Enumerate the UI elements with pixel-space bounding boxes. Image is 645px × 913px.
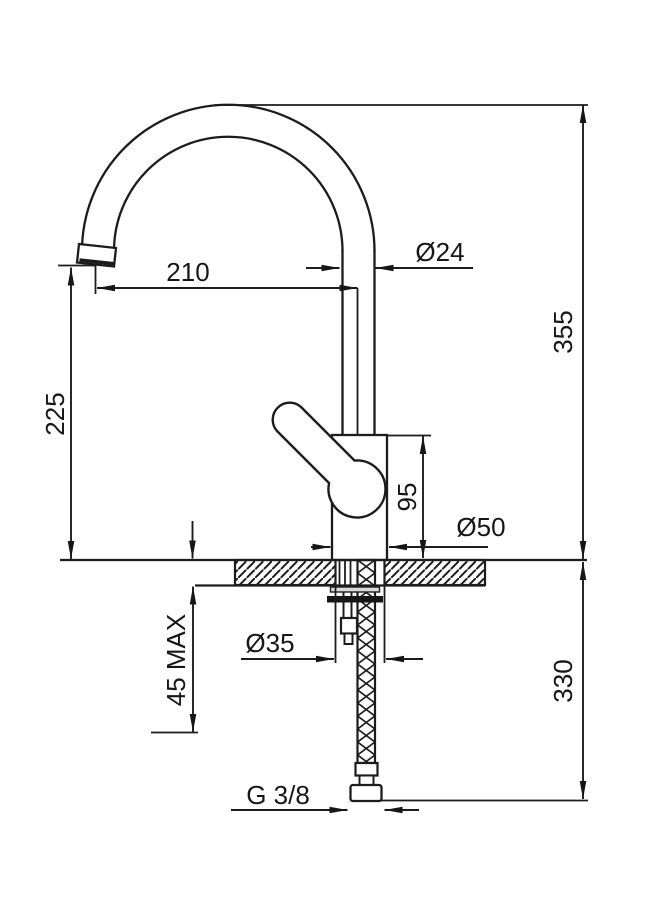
- dim-label-45max: 45 MAX: [161, 614, 191, 707]
- hose-nut: [349, 783, 383, 803]
- dim-label-225: 225: [40, 392, 70, 435]
- washer-plate: [329, 586, 381, 593]
- dimension-labels: 355 330 225 210 95 Ø24 Ø50 Ø35 45 MAX G …: [40, 237, 578, 810]
- counter-hatch-left: [233, 558, 337, 587]
- dim-label-330: 330: [548, 659, 578, 702]
- extension-lines: [58, 104, 588, 802]
- spout-inner-arc: [112, 135, 344, 252]
- dim-label-d24: Ø24: [415, 237, 464, 267]
- dim-label-95: 95: [392, 483, 422, 512]
- dimension-lines: [67, 105, 587, 814]
- countertop: [60, 558, 587, 587]
- dim-label-210: 210: [166, 257, 209, 287]
- faucet-body-group: [271, 401, 389, 562]
- faucet-outline: [75, 103, 376, 436]
- aerator-face-line: [79, 258, 115, 266]
- dim-label-355: 355: [548, 310, 578, 353]
- dim-label-d50: Ø50: [456, 512, 505, 542]
- clamp-bracket: [327, 596, 383, 603]
- dim-label-g38: G 3/8: [246, 780, 310, 810]
- dim-label-d35: Ø35: [245, 628, 294, 658]
- spout-outer-arc: [80, 103, 376, 252]
- supply-assembly: [327, 558, 383, 803]
- stud-nut-block: [339, 616, 359, 635]
- hose-neck: [358, 774, 375, 786]
- hose-collar: [354, 761, 379, 777]
- stud-end-stub: [343, 632, 354, 645]
- faucet-handle: [271, 401, 387, 519]
- counter-hatch-right: [383, 558, 487, 587]
